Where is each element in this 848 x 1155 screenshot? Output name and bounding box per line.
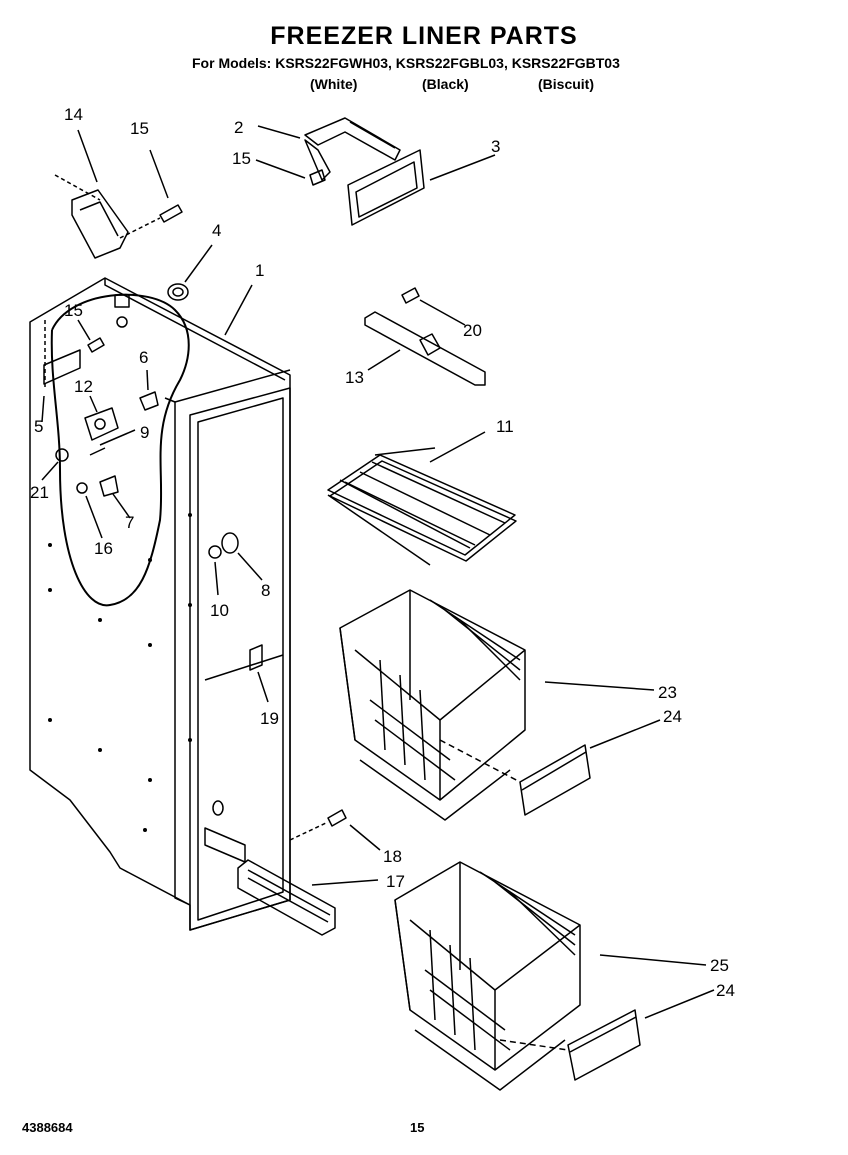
bracket-14	[54, 174, 129, 259]
variant-black: (Black)	[422, 76, 469, 92]
screw-9	[89, 447, 106, 456]
trim-17	[237, 859, 336, 936]
screw-15-top	[159, 204, 183, 223]
callout-18: 18	[383, 847, 402, 866]
callout-12: 12	[74, 377, 93, 396]
part-16	[76, 482, 88, 494]
callout-1: 1	[255, 261, 264, 280]
switch-12	[84, 407, 119, 441]
handle-24-upper	[519, 744, 591, 816]
cover-3	[347, 149, 425, 226]
bracket-2	[304, 117, 401, 181]
callout-11: 11	[496, 417, 514, 436]
shelf-11	[327, 447, 517, 566]
callout-20: 20	[463, 321, 482, 340]
part-19	[249, 644, 263, 671]
doc-number: 4388684	[22, 1120, 73, 1135]
callout-6: 6	[139, 348, 148, 367]
callout-13: 13	[345, 368, 364, 387]
callout-10: 10	[210, 601, 229, 620]
basket-25	[394, 861, 581, 1091]
page-title: FREEZER LINER PARTS	[270, 22, 578, 50]
screw-18	[327, 809, 347, 827]
callout-4: 4	[212, 221, 221, 240]
callout-15-left: 15	[64, 301, 83, 320]
callout-17: 17	[386, 872, 405, 891]
handle-24-lower	[567, 1009, 641, 1081]
callout-23: 23	[658, 683, 677, 702]
screw-15-bracket	[309, 169, 326, 186]
grommet-4	[167, 283, 189, 301]
callout-3: 3	[491, 137, 500, 156]
callout-16: 16	[94, 539, 113, 558]
callout-14: 14	[64, 105, 83, 124]
callout-21: 21	[30, 483, 49, 502]
callout-24-lower: 24	[716, 981, 735, 1000]
variant-white: (White)	[310, 76, 358, 92]
screw-20	[401, 287, 420, 304]
callout-15-bracket: 15	[232, 149, 251, 168]
callout-5: 5	[34, 417, 43, 436]
part-7	[99, 475, 119, 497]
leader-lines	[41, 125, 715, 1019]
callout-labels: 1 2 3 4 5 6 7 8 9 10 11 12 13 14 15 15 1…	[30, 105, 735, 1000]
basket-23	[339, 589, 526, 821]
variant-biscuit: (Biscuit)	[538, 76, 594, 92]
clip-6	[139, 391, 159, 411]
page-number: 15	[410, 1120, 425, 1135]
rail-13	[364, 311, 486, 386]
screw-15-left	[87, 337, 105, 353]
callout-19: 19	[260, 709, 279, 728]
callout-25: 25	[710, 956, 729, 975]
callout-8: 8	[261, 581, 270, 600]
part-8	[221, 532, 239, 554]
part-21	[55, 448, 69, 462]
callout-7: 7	[125, 513, 134, 532]
callout-2: 2	[234, 118, 243, 137]
part-10	[208, 545, 222, 559]
callout-15-top: 15	[130, 119, 149, 138]
callout-9: 9	[140, 423, 149, 442]
callout-24-upper: 24	[663, 707, 682, 726]
models-line: For Models: KSRS22FGWH03, KSRS22FGBL03, …	[192, 55, 620, 71]
freezer-liner-body	[29, 277, 291, 931]
